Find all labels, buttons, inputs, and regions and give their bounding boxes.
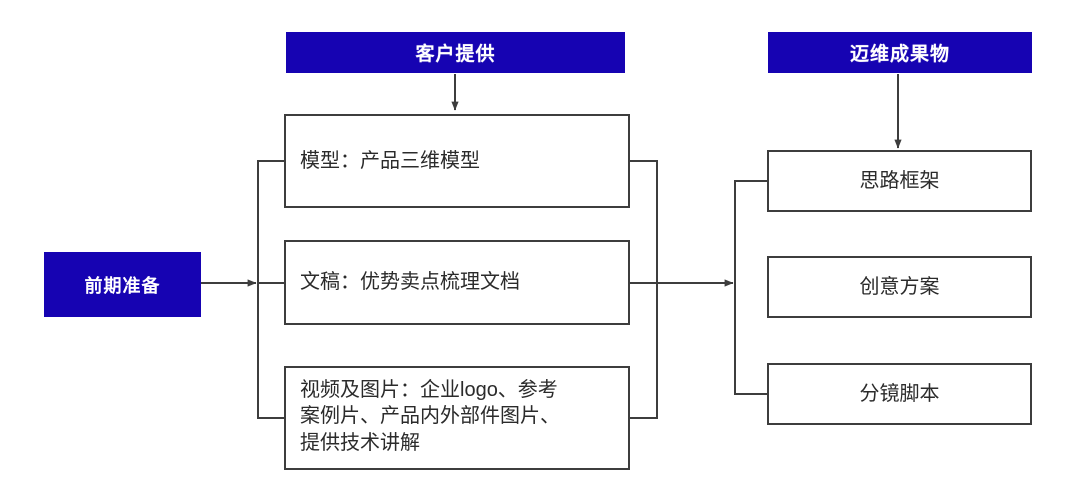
output-box-creative-plan-label: 创意方案	[859, 275, 940, 298]
output-bracket	[734, 180, 767, 395]
input-box-video-images-label: 视频及图片：企业logo、参考 案例片、产品内外部件图片、 提供技术讲解	[300, 379, 560, 454]
output-box-framework-label: 思路框架	[859, 169, 940, 192]
input-box-model: 模型：产品三维模型	[284, 114, 630, 208]
header-customer-provides-label: 客户提供	[415, 44, 496, 65]
input-bracket	[257, 160, 284, 419]
input-box-copy: 文稿：优势卖点梳理文档	[284, 240, 630, 325]
stage-preparation: 前期准备	[44, 252, 201, 317]
stage-preparation-label: 前期准备	[84, 275, 161, 296]
input-box-model-label: 模型：产品三维模型	[300, 149, 480, 172]
header-maiwei-deliverables: 迈维成果物	[768, 32, 1032, 73]
output-box-storyboard: 分镜脚本	[767, 363, 1032, 425]
header-customer-provides: 客户提供	[286, 32, 625, 73]
output-box-framework: 思路框架	[767, 150, 1032, 212]
input-box-copy-label: 文稿：优势卖点梳理文档	[300, 271, 520, 294]
output-box-creative-plan: 创意方案	[767, 256, 1032, 318]
input-output-bracket	[630, 160, 658, 419]
header-maiwei-deliverables-label: 迈维成果物	[849, 44, 950, 65]
input-box-video-images: 视频及图片：企业logo、参考 案例片、产品内外部件图片、 提供技术讲解	[284, 366, 630, 470]
output-box-storyboard-label: 分镜脚本	[859, 382, 940, 405]
